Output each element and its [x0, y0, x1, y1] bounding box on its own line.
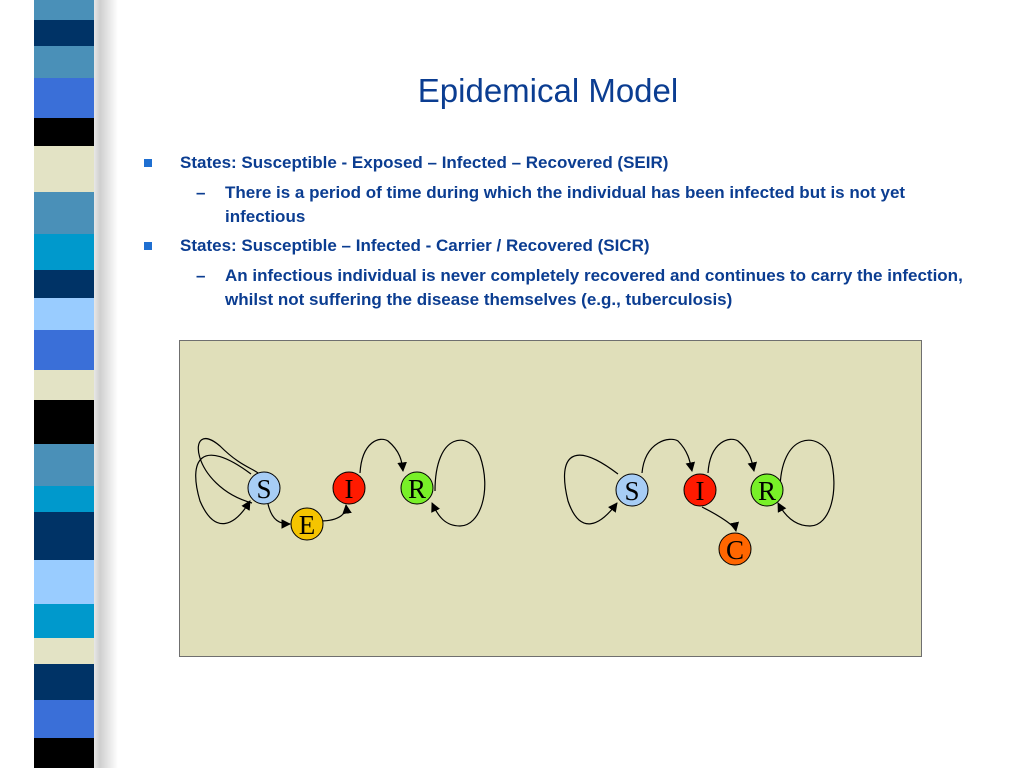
decorative-side-strip — [0, 0, 118, 768]
state-diagram: S E I R S I R C — [195, 438, 835, 566]
state-diagram-panel: S E I R S I R C — [179, 340, 922, 657]
sub-bullet-sicr: – An infectious individual is never comp… — [140, 264, 1000, 312]
seir-node-i-label: I — [345, 474, 354, 504]
sicr-node-i-label: I — [696, 476, 705, 506]
sicr-node-c — [718, 532, 752, 566]
seir-node-s-label: S — [256, 474, 271, 504]
seir-node-r-label: R — [408, 474, 426, 504]
sicr-node-s-label: S — [624, 476, 639, 506]
sub-bullet-seir-text: There is a period of time during which t… — [225, 183, 906, 226]
sicr-i-to-c-arrow — [701, 506, 739, 532]
strip-column-left — [34, 0, 94, 768]
seir-e-to-i-arrow — [319, 504, 352, 522]
seir-diagram: S E I R — [195, 438, 486, 541]
seir-node-e-label: E — [299, 510, 316, 540]
bullet-seir-text: States: Susceptible - Exposed – Infected… — [180, 153, 669, 172]
seir-s-loop-arc — [195, 454, 252, 525]
seir-node-i — [332, 471, 366, 505]
seir-i-to-r-arrow — [359, 438, 407, 474]
bullet-list: States: Susceptible - Exposed – Infected… — [140, 152, 1000, 318]
sicr-diagram: S I R C — [563, 438, 835, 566]
seir-r-self-loop — [431, 439, 486, 527]
sicr-node-i — [683, 473, 717, 507]
sicr-node-s — [615, 473, 649, 507]
sicr-i-to-r-arrow — [707, 438, 758, 474]
seir-node-e — [290, 507, 324, 541]
seir-node-s — [247, 471, 281, 505]
sicr-node-r — [750, 473, 784, 507]
seir-node-r — [400, 471, 434, 505]
sicr-s-self-loop — [563, 454, 619, 525]
slide-title: Epidemical Model — [417, 72, 679, 109]
sicr-r-self-loop — [777, 439, 835, 527]
sicr-node-r-label: R — [758, 476, 776, 506]
bullet-seir: States: Susceptible - Exposed – Infected… — [140, 152, 1000, 174]
sicr-s-to-i-arrow — [641, 438, 696, 474]
sub-bullet-sicr-text: An infectious individual is never comple… — [225, 266, 963, 309]
dash-bullet-icon: – — [196, 183, 206, 202]
sicr-node-c-label: C — [726, 535, 744, 565]
seir-s-to-e-arrow — [267, 503, 291, 529]
bullet-sicr: States: Susceptible – Infected - Carrier… — [140, 235, 1000, 257]
dash-bullet-icon: – — [196, 266, 206, 285]
square-bullet-icon — [144, 159, 152, 167]
sub-bullet-seir: – There is a period of time during which… — [140, 181, 1000, 229]
bullet-sicr-text: States: Susceptible – Infected - Carrier… — [180, 236, 650, 255]
square-bullet-icon — [144, 242, 152, 250]
